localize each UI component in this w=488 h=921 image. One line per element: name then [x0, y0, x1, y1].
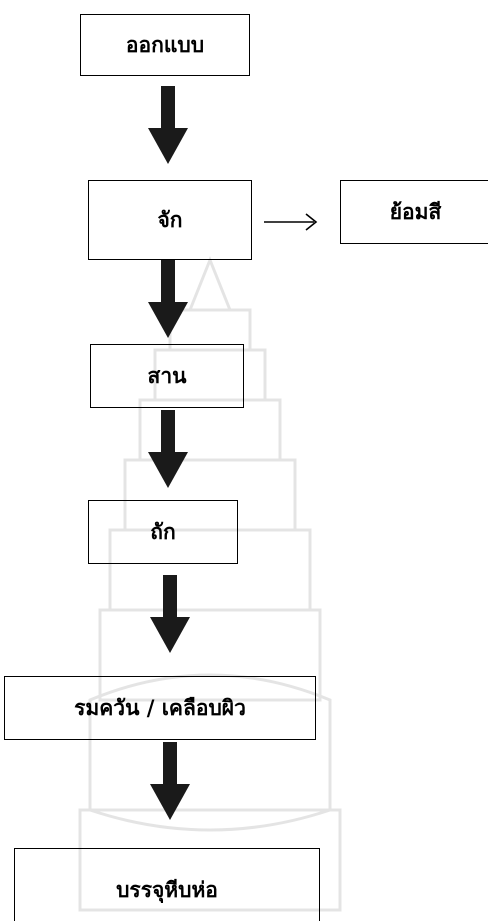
step-design-label: ออกแบบ [125, 31, 205, 57]
down-arrow-icon [150, 575, 190, 653]
step-weave-label: สาน [147, 362, 187, 388]
down-arrow-icon [148, 410, 188, 488]
down-arrow-icon [150, 742, 190, 820]
right-arrow-icon [264, 213, 318, 231]
step-braid-label: ถัก [150, 518, 176, 544]
step-design-box: ออกแบบ [80, 14, 250, 76]
step-package-box: บรรจุหีบห่อ [14, 848, 320, 921]
step-split-box: จัก [88, 180, 252, 260]
step-dye-box: ย้อมสี [340, 180, 488, 244]
down-arrow-icon [148, 260, 188, 338]
step-split-label: จัก [157, 206, 183, 232]
step-smoke-coat-label: รมควัน / เคลือบผิว [74, 694, 246, 720]
step-package-label: บรรจุหีบห่อ [116, 876, 218, 902]
step-braid-box: ถัก [88, 500, 238, 564]
step-smoke-coat-box: รมควัน / เคลือบผิว [4, 676, 316, 740]
step-dye-label: ย้อมสี [389, 198, 442, 224]
step-weave-box: สาน [90, 344, 244, 408]
down-arrow-icon [148, 86, 188, 164]
